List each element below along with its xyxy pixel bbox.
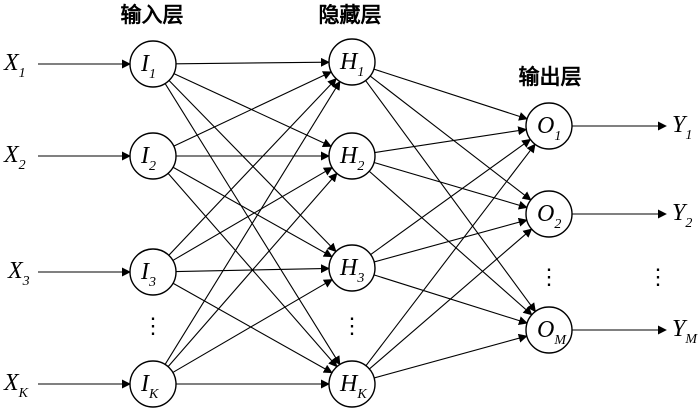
output-label-1-base: Y xyxy=(672,112,688,138)
edge-h0-o0 xyxy=(373,68,528,121)
hidden-node-1 xyxy=(328,38,376,86)
connections xyxy=(38,57,667,389)
hidden-node-k-label-sub: K xyxy=(356,387,367,402)
output-node-2-label: O2 xyxy=(537,201,561,232)
hidden-node-3-label-sub: 3 xyxy=(356,271,364,286)
input-label-2: X2 xyxy=(3,142,26,173)
hidden-node-2-label-sub: 2 xyxy=(357,159,364,174)
output-node-1-label-base: O xyxy=(537,113,554,139)
hidden-node-3 xyxy=(328,244,376,292)
input-node-k-label-base: I xyxy=(140,371,150,397)
output-node-2-label-base: O xyxy=(537,201,554,227)
output-label-2-base: Y xyxy=(672,200,688,226)
output-label-m-sub: M xyxy=(684,332,698,347)
input-label-1-base: X xyxy=(3,50,20,76)
input-node-2-label-sub: 2 xyxy=(149,159,156,174)
edge-i3-h1 xyxy=(167,172,338,368)
input-node-k xyxy=(129,360,177,408)
edge-h1-o2 xyxy=(368,170,533,316)
hidden-ellipsis: ⋮ xyxy=(341,313,363,338)
input-node-k-label: IK xyxy=(140,371,159,402)
edge-i2-h3 xyxy=(172,282,333,374)
input-node-3-label: I3 xyxy=(140,259,156,290)
edge-i0-h2 xyxy=(168,80,337,253)
output-node-1-label-sub: 1 xyxy=(554,129,561,144)
input-node-3 xyxy=(129,248,177,296)
hidden-node-2 xyxy=(328,132,376,180)
output-label-m: YM xyxy=(672,316,698,347)
hidden-node-2-label-base: H xyxy=(339,143,359,169)
output-label-2: Y2 xyxy=(672,200,692,231)
input-node-1 xyxy=(129,40,177,88)
output-node-m-label: OM xyxy=(537,317,567,348)
hidden-node-1-label-base: H xyxy=(339,49,359,75)
output-label-1-sub: 1 xyxy=(685,128,692,143)
input-label-1-sub: 1 xyxy=(19,66,26,81)
edge-i2-h0 xyxy=(168,78,337,256)
input-label-3-base: X xyxy=(7,258,24,284)
output-ellipsis: ⋮ xyxy=(538,264,560,289)
output-node-m xyxy=(525,306,573,354)
output-label-2-sub: 2 xyxy=(685,216,692,231)
output-node-2 xyxy=(525,190,573,238)
hidden-node-k-label-base: H xyxy=(339,371,359,397)
input-label-k-sub: K xyxy=(18,386,29,401)
hidden-node-3-label-base: H xyxy=(339,255,359,281)
input-node-1-label-base: I xyxy=(140,51,150,77)
input-node-3-label-base: I xyxy=(140,259,150,285)
input-label-3: X3 xyxy=(7,258,30,289)
edge-i0-h1 xyxy=(173,73,332,148)
hidden-node-3-label: H3 xyxy=(339,255,364,286)
edge-h0-o2 xyxy=(365,80,536,313)
input-node-2-label: I2 xyxy=(140,143,156,174)
edge-h2-o0 xyxy=(370,138,532,255)
input-node-1-label: I1 xyxy=(140,51,156,82)
input-node-2 xyxy=(129,132,177,180)
output-node-1 xyxy=(525,102,573,150)
input-label-2-sub: 2 xyxy=(19,158,26,173)
edge-i1-h2 xyxy=(172,166,333,258)
output-label-1: Y1 xyxy=(672,112,692,143)
output-layer-title: 输出层 xyxy=(519,65,582,89)
input-layer-title: 输入层 xyxy=(121,3,184,27)
hidden-node-2-label: H2 xyxy=(339,143,364,174)
input-node-k-label-sub: K xyxy=(148,387,159,402)
hidden-layer-title: 隐藏层 xyxy=(319,3,382,27)
input-label-1: X1 xyxy=(3,50,26,81)
hidden-node-k-label: HK xyxy=(339,371,367,402)
output-node-1-label: O1 xyxy=(537,113,561,144)
output-label-ellipsis: ⋮ xyxy=(647,264,669,289)
edge-h3-o2 xyxy=(374,333,528,379)
output-node-2-label-sub: 2 xyxy=(554,217,561,232)
input-ellipsis: ⋮ xyxy=(142,313,164,338)
input-label-2-base: X xyxy=(3,142,20,168)
input-label-k-base: X xyxy=(3,370,20,396)
edge-h0-o1 xyxy=(369,75,532,201)
edge-h2-o1 xyxy=(374,217,528,263)
input-node-2-label-base: I xyxy=(140,143,150,169)
edge-h3-o0 xyxy=(365,143,536,367)
edge-i3-h0 xyxy=(164,80,341,365)
output-node-m-label-base: O xyxy=(537,317,554,343)
edge-i1-h0 xyxy=(173,71,333,147)
input-label-k: XK xyxy=(3,370,29,401)
edge-i3-h2 xyxy=(172,279,333,373)
edge-h3-o1 xyxy=(369,228,533,370)
input-label-3-sub: 3 xyxy=(22,274,30,289)
hidden-node-1-label-sub: 1 xyxy=(357,65,364,80)
edge-h1-o1 xyxy=(373,161,528,210)
edge-h1-o0 xyxy=(374,126,528,154)
output-node-m-label-sub: M xyxy=(553,333,567,348)
hidden-node-k xyxy=(328,360,376,408)
edge-i2-h1 xyxy=(172,167,333,261)
hidden-node-1-label: H1 xyxy=(339,49,364,80)
output-label-m-base: Y xyxy=(672,316,688,342)
edge-i0-h0 xyxy=(175,57,330,67)
input-node-1-label-sub: 1 xyxy=(149,67,156,82)
input-node-3-label-sub: 3 xyxy=(148,275,156,290)
